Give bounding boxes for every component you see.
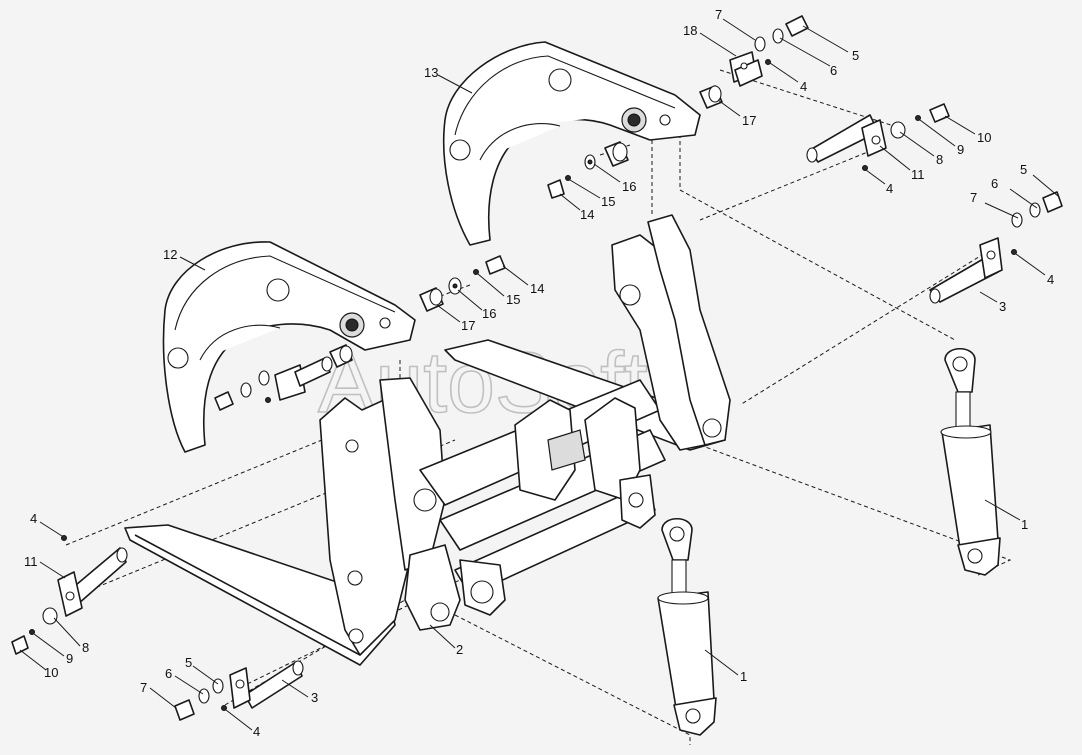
callout-14-mid: 14 [530,281,544,296]
callout-12: 12 [163,247,177,262]
callout-3-bottom: 3 [311,690,318,705]
leader-lines [19,18,1059,731]
pin-11-left [57,547,128,617]
callout-4-top: 4 [800,79,807,94]
callout-7-bottom: 7 [140,680,147,695]
callout-4-left: 4 [30,511,37,526]
callout-15-mid: 15 [506,292,520,307]
fasteners-top [754,15,809,65]
fasteners-left [11,370,271,655]
callout-1-bottom: 1 [740,669,747,684]
bushing-17-mid [419,287,444,312]
callout-18: 18 [683,23,697,38]
pin-11-right [806,114,887,163]
callout-4-bottom: 4 [253,724,260,739]
callout-16-mid: 16 [482,306,496,321]
grease-nipples-15 [473,175,571,275]
bushing-17-left [329,344,353,368]
callout-11-left: 11 [24,554,38,569]
bushing-17-top [699,85,723,109]
callout-7-right: 7 [970,190,977,205]
washer-16-top [584,141,629,170]
fasteners-bottom [174,678,227,721]
callout-13: 13 [424,65,438,80]
pin-3-bottom [229,660,304,709]
callout-9-right: 9 [957,142,964,157]
hydraulic-cylinder-right [940,347,1001,576]
callout-2: 2 [456,642,463,657]
grab-arm-13 [442,41,701,246]
callout-11-right: 11 [911,167,925,182]
callout-17-top: 17 [742,113,756,128]
fasteners-right-lower [1011,191,1063,255]
pin-18 [729,51,763,87]
callout-3-right: 3 [999,299,1006,314]
callout-labels: 7 18 5 6 4 17 13 10 9 8 11 4 16 15 14 5 … [24,7,1054,739]
callout-5-bottom: 5 [185,655,192,670]
callout-5-top: 5 [852,48,859,63]
link-pin-left [274,356,333,401]
callout-17-mid: 17 [461,318,475,333]
bolts-14 [485,179,565,275]
callout-8-left: 8 [82,640,89,655]
callout-10-right: 10 [977,130,991,145]
fasteners-right-upper [862,103,950,171]
callout-4-right-a: 4 [886,181,893,196]
callout-10-left: 10 [44,665,58,680]
callout-7-top: 7 [715,7,722,22]
main-frame [124,214,731,666]
callout-8-right: 8 [936,152,943,167]
grab-arm-12 [162,241,416,453]
callout-6-right: 6 [991,176,998,191]
callout-1-right: 1 [1021,517,1028,532]
pin-3-right [929,237,1003,304]
callout-15-top: 15 [601,194,615,209]
callout-5-right: 5 [1020,162,1027,177]
callout-14-top: 14 [580,207,594,222]
callout-6-bottom: 6 [165,666,172,681]
callout-9-left: 9 [66,651,73,666]
callout-6-top: 6 [830,63,837,78]
hydraulic-cylinder-bottom [657,517,717,736]
callout-4-right-b: 4 [1047,272,1054,287]
callout-16-top: 16 [622,179,636,194]
